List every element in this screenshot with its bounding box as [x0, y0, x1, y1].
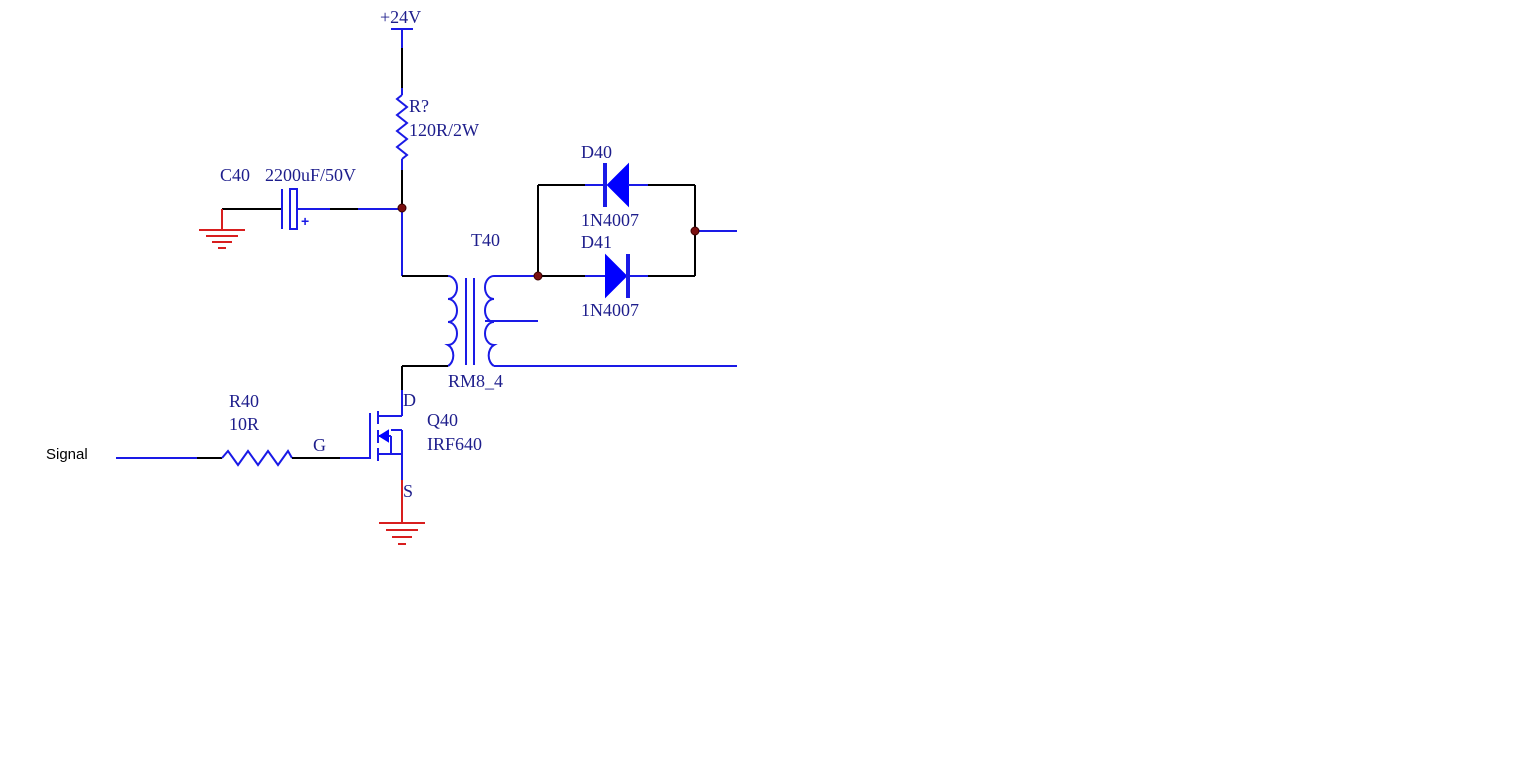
capacitor-ref: C40 [220, 165, 250, 185]
transformer-part: RM8_4 [448, 371, 503, 391]
diode-d41-ref: D41 [581, 232, 612, 252]
mosfet-source-label: S [403, 481, 413, 501]
diode-d41-part: 1N4007 [581, 300, 639, 320]
mosfet-q40: D S G Q40 IRF640 [313, 390, 482, 501]
capacitor-value: 2200uF/50V [265, 165, 356, 185]
capacitor-polarity: + [301, 213, 309, 229]
diode-d40-part: 1N4007 [581, 210, 639, 230]
mosfet-part: IRF640 [427, 434, 482, 454]
resistor-r40-ref: R40 [229, 391, 259, 411]
diode-d40: D40 1N4007 [581, 142, 648, 230]
resistor-r-top-ref: R? [409, 96, 429, 116]
diode-d40-ref: D40 [581, 142, 612, 162]
power-label: +24V [380, 7, 421, 27]
mosfet-ref: Q40 [427, 410, 458, 430]
ground-symbol-source [379, 480, 425, 545]
mosfet-drain-label: D [403, 390, 416, 410]
resistor-r-top: R? 120R/2W [395, 88, 479, 170]
junction-dot [690, 226, 700, 236]
power-symbol-24v: +24V [380, 7, 421, 48]
transformer-ref: T40 [471, 230, 500, 250]
junction-dot [397, 203, 407, 213]
junction-dot [533, 271, 543, 281]
mosfet-gate-label: G [313, 435, 326, 455]
resistor-r40-value: 10R [229, 414, 259, 434]
signal-label: Signal [46, 446, 88, 463]
transformer-t40: T40 RM8_4 [444, 230, 538, 391]
resistor-r40: R40 10R [221, 391, 293, 467]
ground-symbol-capacitor [199, 209, 245, 249]
diode-d41: D41 1N4007 [581, 232, 648, 320]
resistor-r-top-value: 120R/2W [409, 120, 479, 140]
capacitor-c40: + C40 2200uF/50V [220, 165, 402, 230]
